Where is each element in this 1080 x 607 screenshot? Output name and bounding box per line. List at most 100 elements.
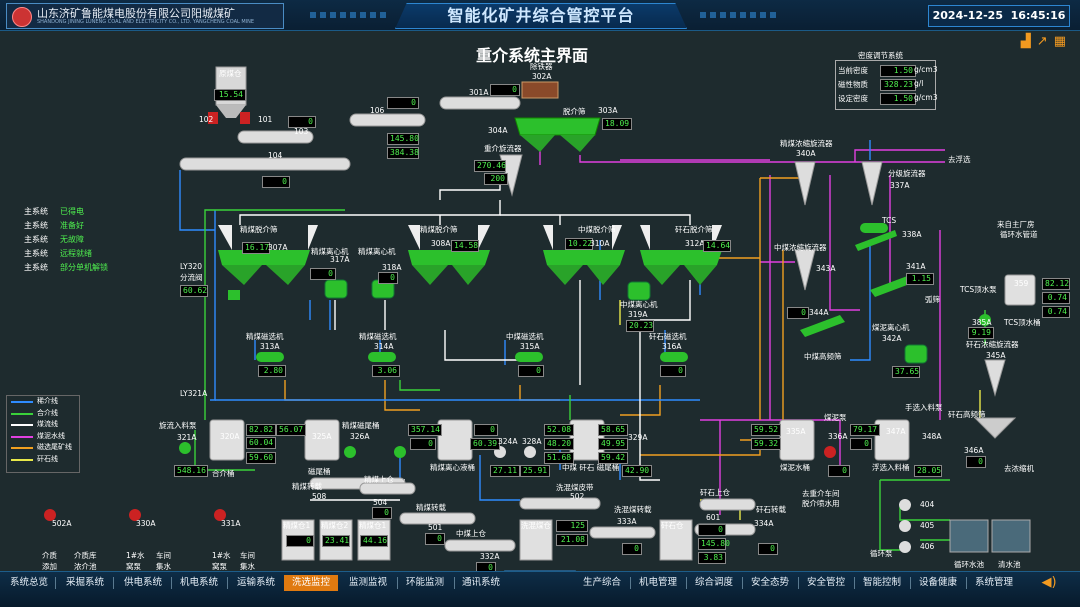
value-335b: 59.32 — [751, 438, 781, 450]
belt334-label: 矸石转载 — [756, 505, 786, 514]
tail-pump-label: 精煤磁尾桶 — [342, 421, 380, 430]
status-row: 主系统部分单机解锁 — [24, 263, 108, 272]
tab-safety-control[interactable]: 安全管控 — [806, 577, 845, 588]
tab-system-mgmt[interactable]: 系统管理 — [974, 577, 1013, 588]
loop-pool-label: 循环水池 — [954, 560, 984, 569]
equip-385a: 385A — [972, 318, 992, 327]
company-logo-icon — [12, 7, 32, 27]
bin3-label: 精煤仓1 — [359, 521, 387, 530]
equip-335a: 335A — [786, 427, 806, 436]
nav-divider — [910, 577, 911, 589]
pump-502a: 502A — [52, 519, 72, 528]
value-336: 0 — [828, 465, 850, 477]
factory-label: 来自主厂房 — [997, 220, 1035, 229]
pump-331a: 331A — [221, 519, 241, 528]
equip-405: 405 — [920, 521, 935, 530]
value-348: 28.05 — [914, 465, 942, 477]
slime-screen-label: 弧筛 — [925, 295, 940, 304]
value-324: 27.11 — [490, 465, 520, 477]
value-328b: 60.39 — [470, 438, 500, 450]
tab-transport[interactable]: 运输系统 — [236, 577, 275, 588]
equip-345a: 345A — [986, 351, 1006, 360]
equip-106: 106 — [370, 106, 385, 115]
tab-health[interactable]: 设备健康 — [918, 577, 957, 588]
magnetic-value: 328.23 — [880, 79, 916, 91]
centrifuge-318-label: 精煤离心机 — [358, 247, 396, 256]
tab-communication[interactable]: 通讯系统 — [461, 577, 500, 588]
nav-divider — [686, 577, 687, 589]
value-601c: 3.83 — [698, 552, 726, 564]
equip-307a: 307A — [268, 243, 288, 252]
ly320-label: LY320 — [180, 262, 203, 271]
value-501: 0 — [425, 533, 445, 545]
tab-electromech-mgmt[interactable]: 机电管理 — [638, 577, 677, 588]
wash-bin-label: 洗混煤仓 — [521, 521, 551, 530]
nav-divider — [966, 577, 967, 589]
value-359a: 82.12 — [1042, 278, 1070, 290]
tab-overview[interactable]: 系统总览 — [9, 577, 48, 588]
value-329e: 49.95 — [598, 438, 628, 450]
value-335: 59.52 — [751, 424, 781, 436]
equip-502: 502 — [570, 492, 585, 501]
legend-item: 煤流线 — [7, 419, 79, 431]
equip-328a: 328A — [522, 437, 542, 446]
equip-347a: 347A — [886, 427, 906, 436]
value-359b: 0.74 — [1042, 292, 1070, 304]
loop-pump-label: 循环泵 — [870, 549, 893, 558]
company-name-en: SHANDONG JINING LUNENG COAL AND ELECTRIC… — [37, 19, 255, 25]
equip-337a: 337A — [890, 181, 910, 190]
tab-power[interactable]: 供电系统 — [123, 577, 162, 588]
equip-348a: 348A — [922, 432, 942, 441]
tab-safety-situation[interactable]: 安全态势 — [750, 577, 789, 588]
tab-electromech[interactable]: 机电系统 — [179, 577, 218, 588]
equip-332a: 332A — [480, 552, 500, 561]
pump-330a: 330A — [136, 519, 156, 528]
tab-washing[interactable]: 洗选监控 — [284, 575, 338, 591]
density-row: 设定密度 1.50 g/cm3 — [838, 93, 938, 105]
tcs-label: TCS — [882, 216, 897, 225]
value-303: 18.09 — [602, 118, 632, 130]
equip-501: 501 — [428, 523, 443, 532]
tab-smart-control[interactable]: 智能控制 — [862, 577, 901, 588]
raw-bin-label: 原煤仓 — [219, 69, 242, 78]
equip-103: 103 — [294, 127, 309, 136]
equip-404: 404 — [920, 500, 935, 509]
tab-monitoring[interactable]: 监测监视 — [348, 577, 387, 588]
rinse-label: 脱介喷水用 — [802, 499, 840, 508]
density-row: 当前密度 1.50 g/cm3 — [838, 65, 938, 77]
value-329a: 52.08 — [544, 424, 574, 436]
bar-chart-icon[interactable]: ▟ — [1020, 34, 1037, 49]
value-385: 9.19 — [968, 327, 994, 339]
density-title: 密度调节系统 — [858, 51, 903, 60]
value-103: 0 — [288, 116, 316, 128]
value-324b: 25.91 — [520, 465, 550, 477]
float-bucket-label: 浮选入料桶 — [872, 463, 910, 472]
value-346: 0 — [966, 456, 986, 468]
clear-pool-label: 清水池 — [998, 560, 1021, 569]
set-density-value[interactable]: 1.50 — [880, 93, 916, 105]
equip-315a: 315A — [520, 342, 540, 351]
bin1-value: 0 — [286, 535, 314, 547]
to-float-label: 去浮选 — [948, 155, 971, 164]
cent-bucket-label: 精煤离心液桶 — [430, 463, 475, 472]
mid-hf-label: 中煤高频筛 — [804, 352, 842, 361]
nav-divider — [798, 577, 799, 589]
value-601a: 0 — [698, 524, 726, 536]
datetime: 2024-12-25 16:45:16 — [928, 5, 1070, 27]
value-315: 0 — [518, 365, 544, 377]
tab-dispatch[interactable]: 综合调度 — [694, 577, 733, 588]
trend-icon[interactable]: ↗ — [1036, 34, 1054, 49]
centrifuge-319-label: 中煤离心机 — [620, 300, 658, 309]
tab-production[interactable]: 生产综合 — [582, 577, 621, 588]
value-329g: 42.90 — [622, 465, 652, 477]
mag-316-label: 矸石磁选机 — [649, 332, 687, 341]
tab-environment[interactable]: 环能监测 — [405, 577, 444, 588]
grid-icon[interactable]: ▦ — [1053, 34, 1072, 49]
tab-mining[interactable]: 采掘系统 — [65, 577, 104, 588]
equip-321a: 321A — [177, 433, 197, 442]
equip-101: 101 — [258, 115, 273, 124]
nav-divider — [171, 577, 172, 589]
value-320b: 60.04 — [246, 437, 276, 449]
speaker-icon[interactable]: ◀) — [1041, 575, 1057, 590]
